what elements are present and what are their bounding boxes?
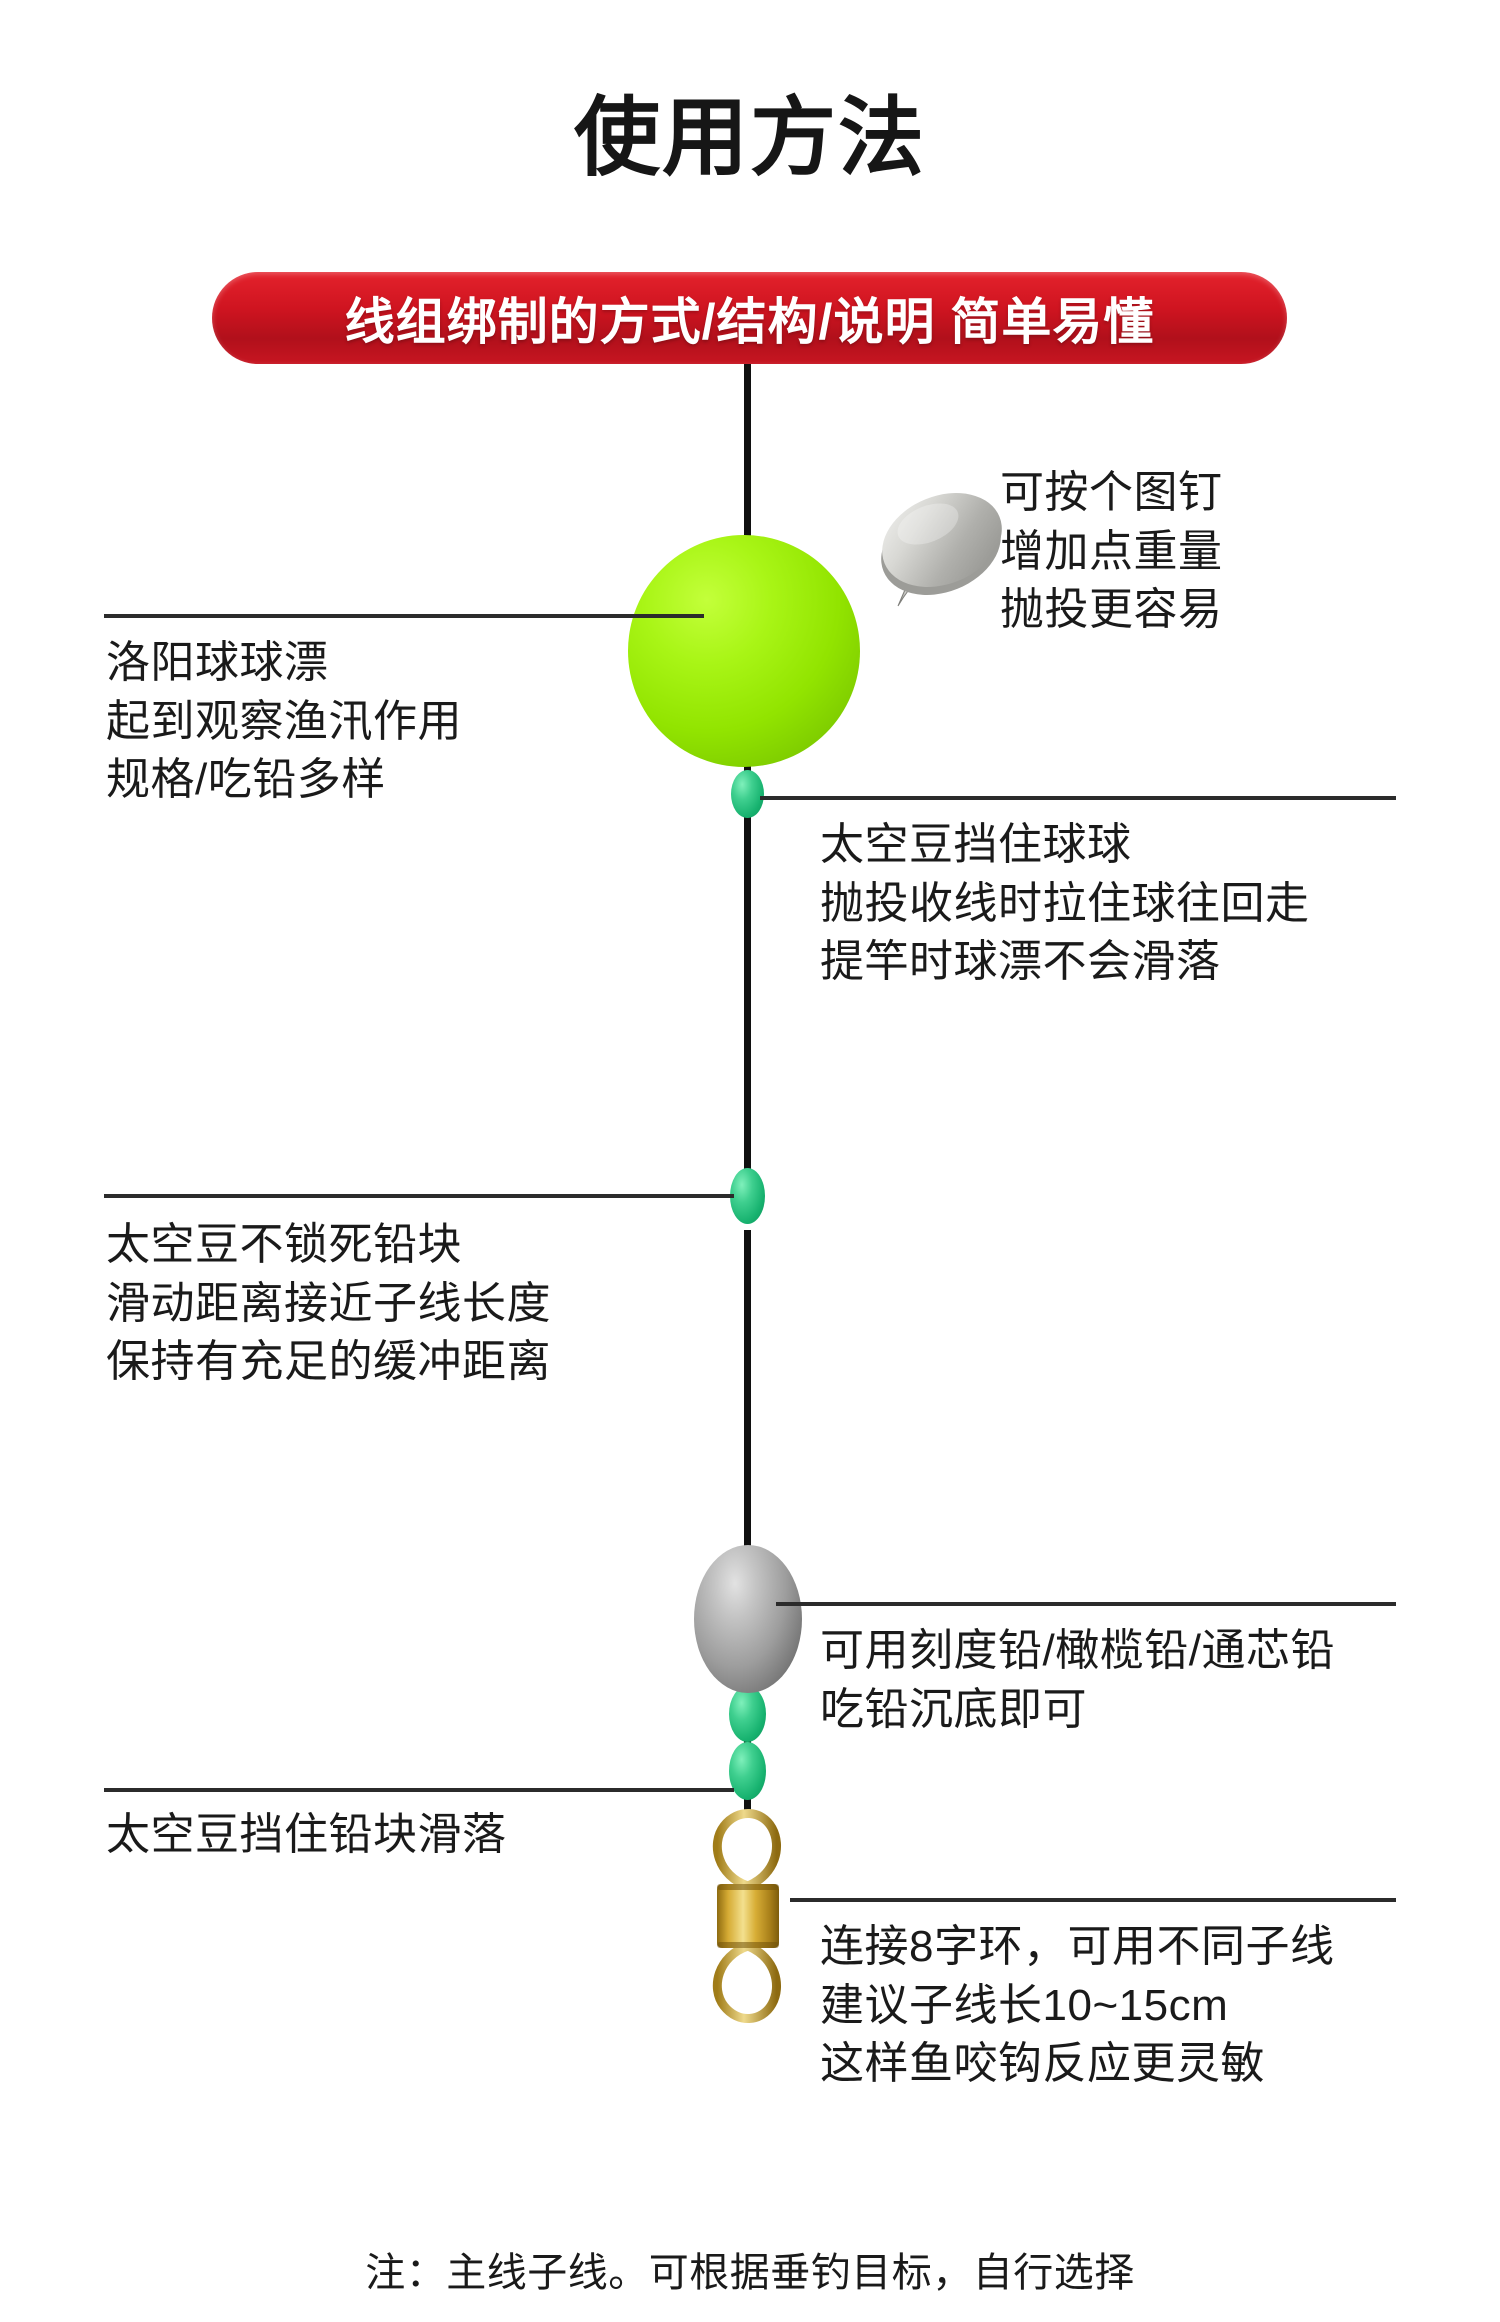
leader-line-swivel [790,1898,1396,1902]
footer-note: 注：主线子线。可根据垂钓目标，自行选择 [365,2251,1135,2295]
float-ball [628,535,860,767]
main-line-mid1 [744,760,751,1185]
leader-line-bean-middle [104,1194,734,1198]
space-bean-sinker-top [729,1686,766,1742]
annotation-pushpin-text: 可按个图钉 增加点重量 抛投更容易 [1000,468,1223,635]
leader-line-bean-bottom [104,1788,734,1792]
annotation-float-ball-text: 洛阳球球漂 起到观察渔汛作用 规格/吃铅多样 [106,638,462,805]
main-line-mid2 [744,1230,751,1560]
annotation-swivel-text: 连接8字环，可用不同子线 建议子线长10~15cm 这样鱼咬钩反应更灵敏 [820,1922,1335,2089]
main-line-top [744,364,751,549]
space-bean-bottom [729,1742,766,1800]
annotation-bean-bottom-text: 太空豆挡住铅块滑落 [106,1810,507,1859]
leader-line-float-ball [104,614,704,618]
page-title: 使用方法 [574,90,926,186]
leader-line-sinker [776,1602,1396,1606]
subtitle-banner-text: 线组绑制的方式/结构/说明 简单易懂 [344,294,1155,350]
pushpin-icon [858,470,1018,620]
leader-line-bean-top [760,796,1396,800]
annotation-bean-top-text: 太空豆挡住球球 抛投收线时拉住球往回走 提竿时球漂不会滑落 [820,820,1310,987]
lead-sinker [694,1545,802,1693]
annotation-bean-middle-text: 太空豆不锁死铅块 滑动距离接近子线长度 保持有充足的缓冲距离 [106,1220,551,1387]
swivel [684,1800,812,2030]
annotation-sinker-text: 可用刻度铅/橄榄铅/通芯铅 吃铅沉底即可 [820,1626,1335,1734]
space-bean-top [731,770,764,818]
subtitle-banner: 线组绑制的方式/结构/说明 简单易懂 [212,272,1287,364]
space-bean-middle [730,1168,765,1224]
